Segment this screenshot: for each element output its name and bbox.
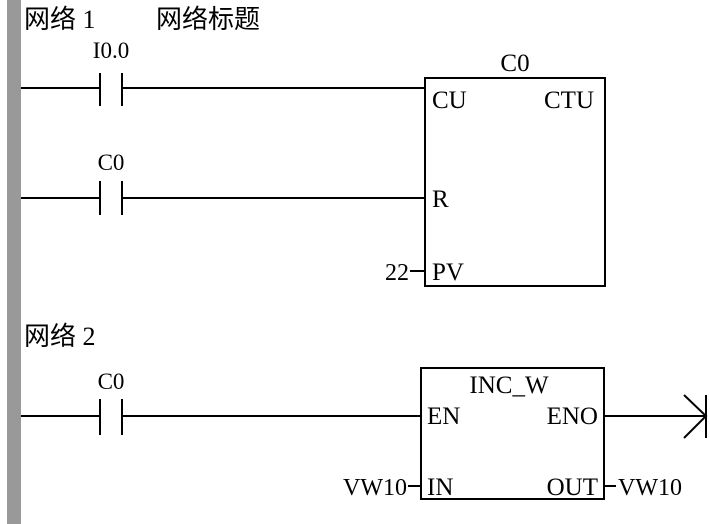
network-1-comment: 网络标题 [156,5,260,34]
contact-c0-reset[interactable]: C0 [21,150,425,215]
counter-box-ctu[interactable]: C0 CU CTU R PV 22 [385,50,606,287]
network-1: 网络 1 网络标题 I0.0 C0 C0 CU CTU R PV 22 [21,5,606,287]
counter-pin-r: R [432,186,449,213]
left-power-rail [7,0,21,524]
inc-w-type: INC_W [469,372,549,399]
inc-w-out-value: VW10 [618,475,682,501]
network-2: 网络 2 C0 INC_W EN ENO IN OUT VW10 VW10 [21,322,708,501]
counter-type: CTU [544,87,594,114]
arrow-terminal-icon [683,394,708,439]
counter-pin-cu: CU [432,87,467,114]
counter-box-outline [424,77,606,287]
network-1-title: 网络 1 [24,5,96,34]
inc-w-in-value: VW10 [343,475,407,501]
inc-w-pin-eno: ENO [547,403,598,430]
contact-i0-0-label: I0.0 [93,38,129,63]
inc-w-pin-en: EN [427,403,460,430]
inc-w-box-outline [420,367,605,500]
inc-w-pin-out: OUT [547,474,598,501]
inc-w-pin-in: IN [427,474,453,501]
counter-pin-pv: PV [432,259,464,286]
contact-i0-0[interactable]: I0.0 [21,38,425,106]
contact-c0-inc[interactable]: C0 [21,369,421,435]
network-2-title: 网络 2 [24,322,96,351]
counter-pv-value: 22 [385,260,409,286]
contact-c0-reset-label: C0 [98,150,125,175]
inc-w-box[interactable]: INC_W EN ENO IN OUT VW10 VW10 [343,367,706,501]
counter-name: C0 [500,50,529,77]
contact-c0-inc-label: C0 [98,369,125,394]
